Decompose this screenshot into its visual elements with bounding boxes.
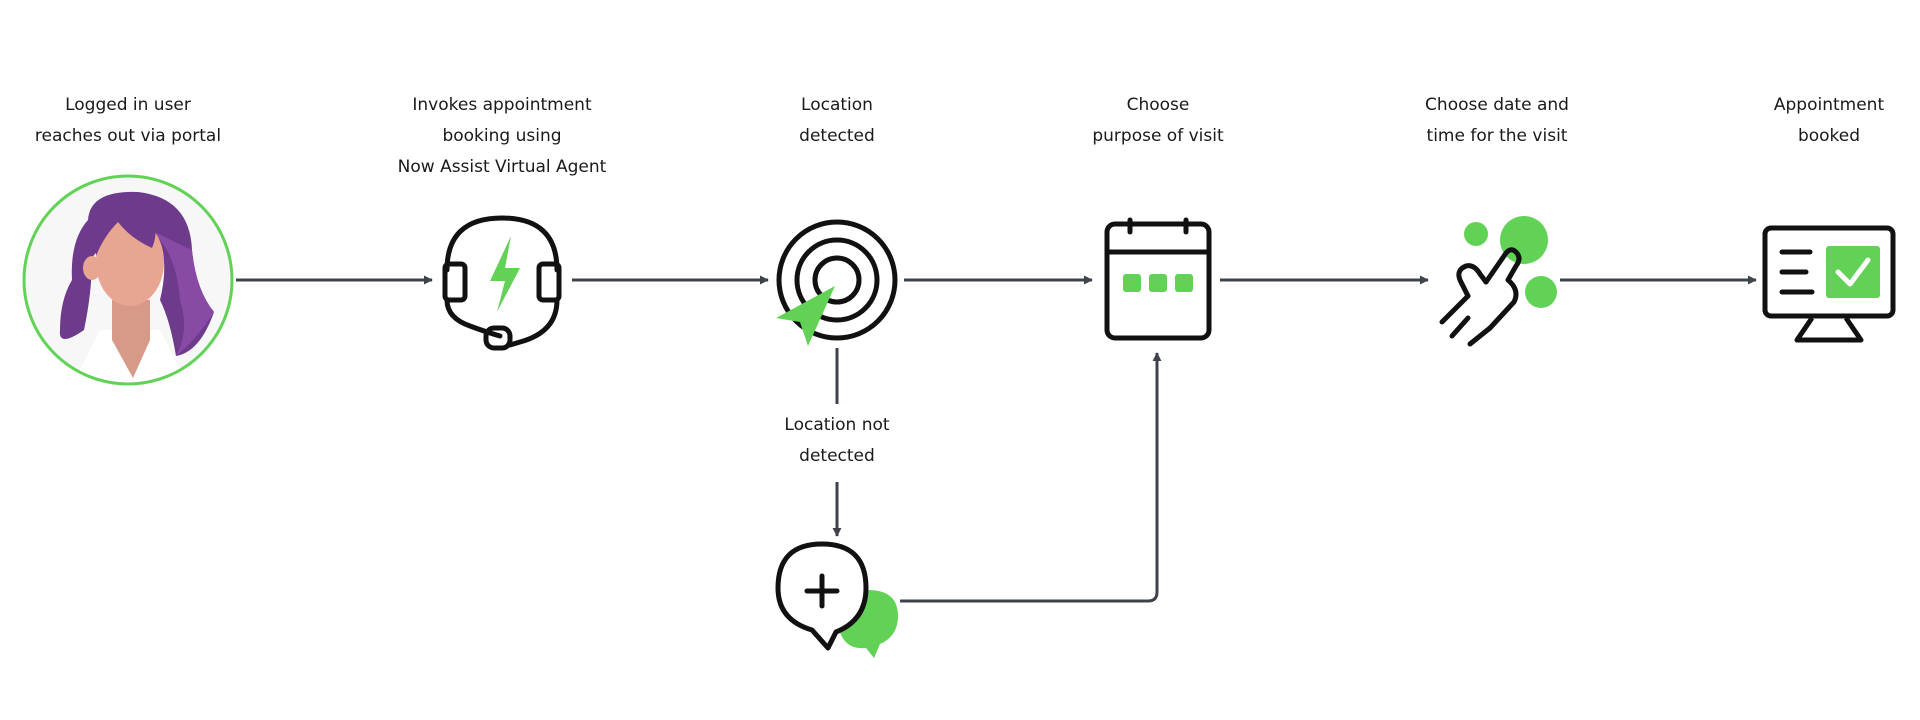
location-target-icon — [776, 219, 898, 346]
headset-bolt-icon — [442, 215, 562, 351]
calendar-icon — [1104, 217, 1212, 341]
chat-add-icon — [775, 541, 898, 658]
hand-tap-icon — [1439, 216, 1557, 347]
step-label-booked: Appointment booked — [1773, 95, 1885, 146]
step-label-user: Logged in user reaches out via portal — [34, 95, 222, 146]
connectors — [236, 275, 1757, 603]
monitor-check-icon — [1762, 225, 1896, 343]
user-avatar-icon — [22, 174, 234, 386]
step-label-agent: Invokes appointment booking using Now As… — [397, 95, 607, 177]
branch-label-location-not-detected: Location not detected — [767, 410, 907, 472]
step-label-location: Location detected — [799, 95, 875, 146]
step-label-datetime: Choose date and time for the visit — [1425, 95, 1569, 146]
step-label-purpose: Choose purpose of visit — [1092, 95, 1224, 146]
arrow-chat-to-purpose — [900, 352, 1162, 603]
